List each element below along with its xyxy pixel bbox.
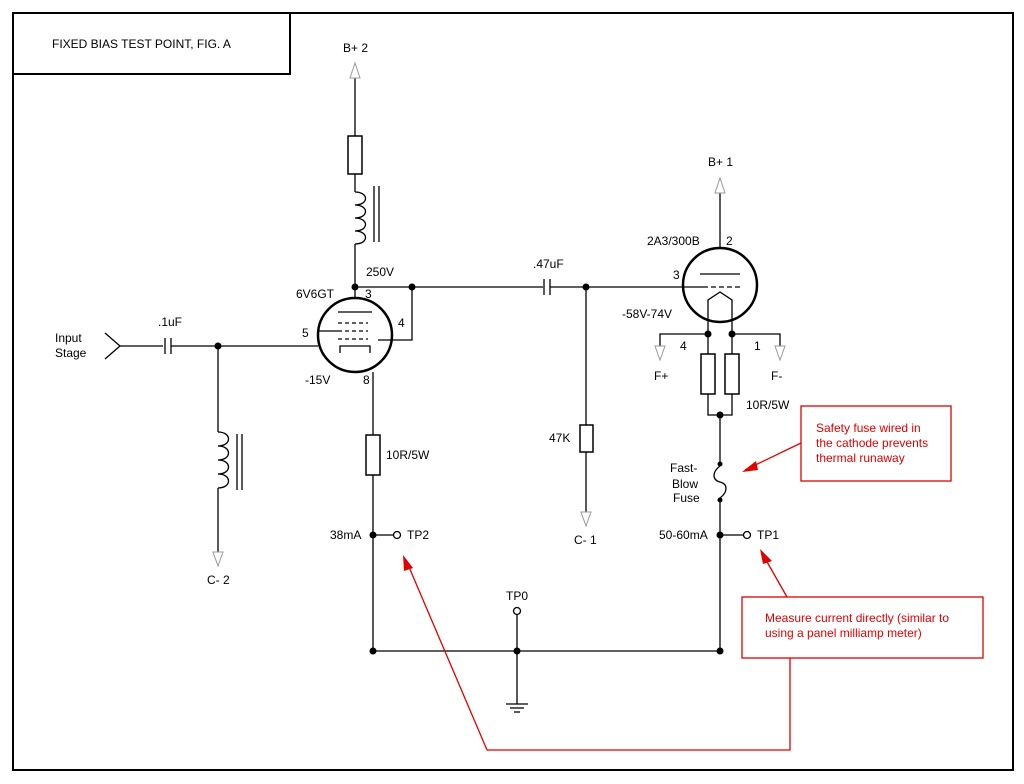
measure-note-line1: Measure current directly (similar to — [765, 611, 949, 625]
measure-annotation: Measure current directly (similar to usi… — [403, 549, 984, 751]
tp1-label: TP1 — [757, 528, 779, 542]
driver-cathode-resistor-label: 10R/5W — [386, 448, 430, 462]
driver-pin-4: 4 — [398, 316, 405, 330]
driver-pin-8: 8 — [363, 373, 370, 387]
junction-dot — [408, 283, 416, 291]
b-plus-1-label: B+ 1 — [708, 155, 733, 169]
driver-cathode-voltage: -15V — [305, 373, 330, 387]
fast-blow-fuse — [713, 465, 727, 499]
f-plus-label: F+ — [654, 369, 668, 383]
f-plus-arrow — [654, 345, 666, 362]
driver-cathode-resistor — [365, 434, 381, 476]
filament-resistor-left — [700, 353, 716, 395]
coupling-capacitor — [543, 279, 551, 295]
fuse-label-line1: Fast- — [670, 461, 697, 475]
input-stage-label-line1: Input — [55, 331, 82, 345]
driver-current-label: 38mA — [330, 528, 361, 542]
input-capacitor-label: .1uF — [158, 315, 182, 329]
input-stage-symbol — [104, 332, 163, 360]
diagram-title: FIXED BIAS TEST POINT, FIG. A — [52, 37, 231, 51]
driver-pin-3: 3 — [365, 287, 372, 301]
output-pin-1: 1 — [754, 339, 761, 353]
coupling-capacitor-label: .47uF — [533, 257, 564, 271]
tp1-terminal — [742, 530, 752, 540]
fuse-note-line2: the cathode prevents — [816, 436, 928, 450]
c-minus-2-arrow — [212, 551, 224, 568]
f-minus-label: F- — [771, 369, 782, 383]
output-pin-3: 3 — [673, 268, 680, 282]
plate-resistor — [347, 135, 363, 175]
filament-resistor-right — [724, 353, 740, 395]
input-capacitor — [164, 338, 172, 354]
c-minus-1-label: C- 1 — [574, 533, 597, 547]
junction-dot — [717, 461, 723, 467]
fuse-label-line3: Fuse — [673, 491, 700, 505]
junction-dot — [716, 647, 724, 655]
outer-frame — [12, 12, 1014, 771]
output-tube-label: 2A3/300B — [647, 234, 700, 248]
driver-tube-6v6gt — [316, 296, 394, 374]
output-pin-4: 4 — [680, 339, 687, 353]
filament-resistor-label: 10R/5W — [746, 398, 790, 412]
plate-voltage-label: 250V — [366, 265, 394, 279]
grid-resistor-label: 47K — [549, 431, 570, 445]
fuse-note-line3: thermal runaway — [816, 451, 905, 465]
fuse-label-line2: Blow — [672, 477, 698, 491]
b-plus-2-arrow — [349, 61, 361, 79]
output-pin-2: 2 — [726, 234, 733, 248]
title-box: FIXED BIAS TEST POINT, FIG. A — [12, 12, 291, 75]
driver-tube-label: 6V6GT — [296, 287, 335, 301]
grid-choke-inductor — [217, 431, 243, 490]
tp2-terminal — [392, 530, 402, 540]
tp0-terminal — [512, 606, 522, 616]
output-tube-2a3-300b — [681, 246, 759, 324]
c-minus-1-arrow — [580, 511, 592, 528]
plate-choke-inductor — [354, 186, 380, 245]
ground-symbol — [506, 703, 528, 713]
tp2-label: TP2 — [407, 528, 429, 542]
output-grid-voltage: -58V-74V — [622, 307, 672, 321]
measure-note-line2: using a panel milliamp meter) — [765, 626, 922, 640]
tp0-label: TP0 — [506, 589, 528, 603]
grid-resistor-47k — [579, 424, 594, 453]
driver-pin-5: 5 — [302, 326, 309, 340]
c-minus-2-label: C- 2 — [207, 573, 230, 587]
input-stage-label-line2: Stage — [55, 346, 87, 360]
fuse-annotation: Safety fuse wired in the cathode prevent… — [742, 405, 952, 482]
b-plus-2-label: B+ 2 — [343, 41, 368, 55]
output-current-label: 50-60mA — [659, 528, 708, 542]
f-minus-arrow — [774, 345, 786, 362]
junction-dot — [369, 647, 377, 655]
b-plus-1-arrow — [714, 176, 726, 194]
fuse-note-line1: Safety fuse wired in — [816, 421, 921, 435]
